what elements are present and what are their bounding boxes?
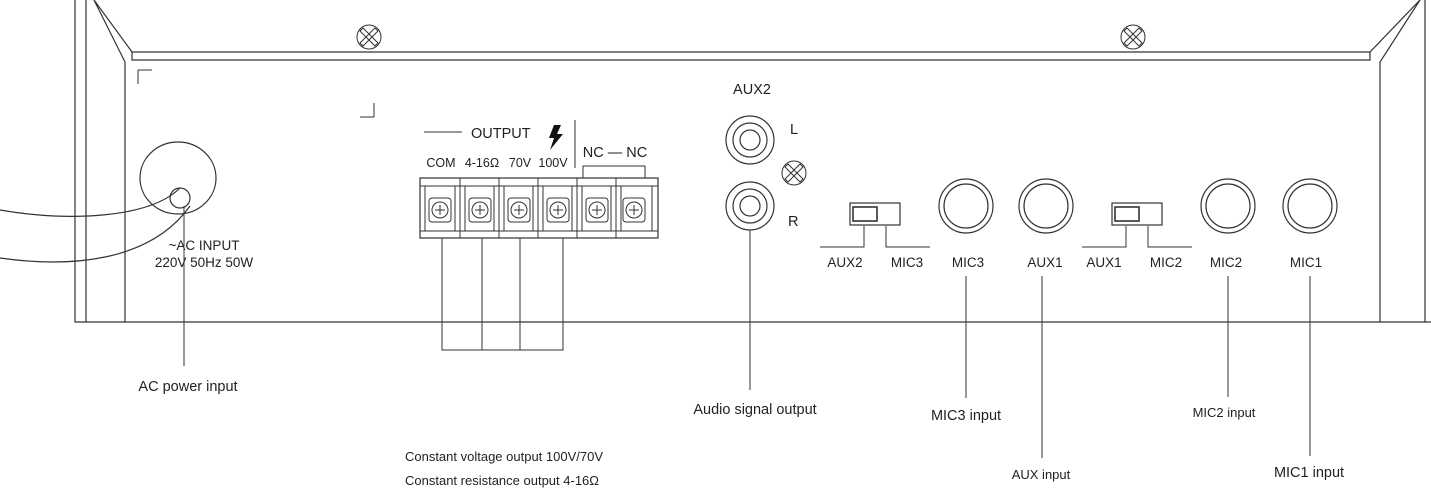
leader-lines bbox=[183, 206, 1311, 458]
jack-label-mic2: MIC2 bbox=[1210, 255, 1242, 270]
lightning-icon bbox=[549, 125, 563, 150]
terminal-label-4-16: 4-16Ω bbox=[465, 156, 499, 170]
callout-ac-power: AC power input bbox=[138, 379, 237, 395]
terminal-screw-icon bbox=[507, 197, 531, 223]
jack-mic3 bbox=[938, 178, 994, 234]
screw-icon bbox=[781, 160, 807, 186]
screw-icon bbox=[356, 24, 382, 50]
screw-icon bbox=[1120, 24, 1146, 50]
jack-label-mic1: MIC1 bbox=[1290, 255, 1322, 270]
jack-label-aux1: AUX1 bbox=[1027, 255, 1062, 270]
speaker-terminal-block bbox=[419, 177, 659, 239]
channel-l-label: L bbox=[790, 122, 798, 138]
jack-mic2 bbox=[1200, 178, 1256, 234]
callout-mic2-input: MIC2 input bbox=[1193, 405, 1256, 420]
terminal-screw-icon bbox=[468, 197, 492, 223]
aux2-title: AUX2 bbox=[733, 82, 771, 98]
terminal-screw-icon bbox=[585, 197, 609, 223]
rca-jack-right bbox=[725, 181, 775, 231]
terminal-label-com: COM bbox=[426, 156, 455, 170]
terminal-screw-icon bbox=[546, 197, 570, 223]
nc-label: NC — NC bbox=[583, 145, 647, 161]
ac-spec-label: 220V 50Hz 50W bbox=[155, 255, 254, 270]
rca-jack-left bbox=[725, 115, 775, 165]
nc-bracket bbox=[582, 165, 646, 178]
switch1-right-label: MIC3 bbox=[891, 255, 923, 270]
jack-aux1 bbox=[1018, 178, 1074, 234]
jack-mic1 bbox=[1282, 178, 1338, 234]
terminal-label-70v: 70V bbox=[509, 156, 532, 170]
terminal-label-100v: 100V bbox=[538, 156, 568, 170]
jack-label-mic3: MIC3 bbox=[952, 255, 984, 270]
switch2-left-label: AUX1 bbox=[1086, 255, 1121, 270]
output-title: OUTPUT bbox=[471, 126, 531, 142]
ac-power-cord bbox=[0, 141, 217, 263]
ac-input-label: ~AC INPUT bbox=[169, 238, 240, 253]
switch2-right-label: MIC2 bbox=[1150, 255, 1182, 270]
switch1-left-label: AUX2 bbox=[827, 255, 862, 270]
terminal-screw-icon bbox=[428, 197, 452, 223]
callout-mic1-input: MIC1 input bbox=[1274, 465, 1344, 481]
callout-constant-voltage: Constant voltage output 100V/70V bbox=[405, 449, 603, 464]
input-select-switch-2 bbox=[1082, 202, 1192, 248]
callout-constant-resistance: Constant resistance output 4-16Ω bbox=[405, 473, 599, 488]
callout-mic3-input: MIC3 input bbox=[931, 408, 1001, 424]
callout-audio-output: Audio signal output bbox=[693, 402, 816, 418]
terminal-labels: COM 4-16Ω 70V 100V bbox=[426, 156, 568, 170]
channel-r-label: R bbox=[788, 214, 798, 230]
input-select-switch-1 bbox=[820, 202, 930, 248]
terminal-screw-icon bbox=[622, 197, 646, 223]
callout-aux-input: AUX input bbox=[1012, 467, 1071, 482]
chassis-outline bbox=[74, 0, 1431, 323]
